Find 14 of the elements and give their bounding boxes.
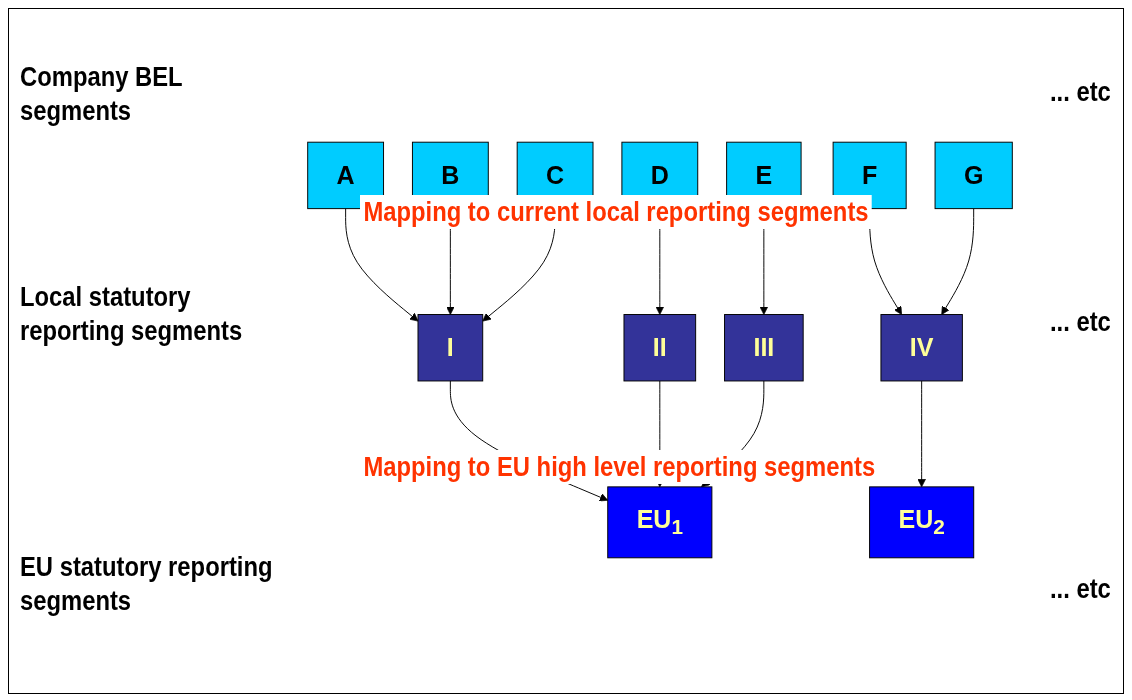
node-box: I [417, 314, 484, 382]
node-box: EU$_{1}$ [607, 486, 713, 559]
node-box: G [934, 141, 1013, 210]
row-label: EU statutory reporting segments [20, 550, 274, 618]
node-box: II [623, 314, 697, 382]
row-label: Company BEL segments [20, 60, 184, 128]
mapping-note: Mapping to current local reporting segments [360, 195, 872, 229]
continuation-note: ... etc [1050, 75, 1111, 109]
node-box: IV [880, 314, 963, 382]
row-label: Local statutory reporting segments [20, 280, 244, 348]
continuation-note: ... etc [1050, 305, 1111, 339]
continuation-note: ... etc [1050, 572, 1111, 606]
node-box: EU$_{2}$ [869, 486, 975, 559]
node-box: III [724, 314, 804, 382]
